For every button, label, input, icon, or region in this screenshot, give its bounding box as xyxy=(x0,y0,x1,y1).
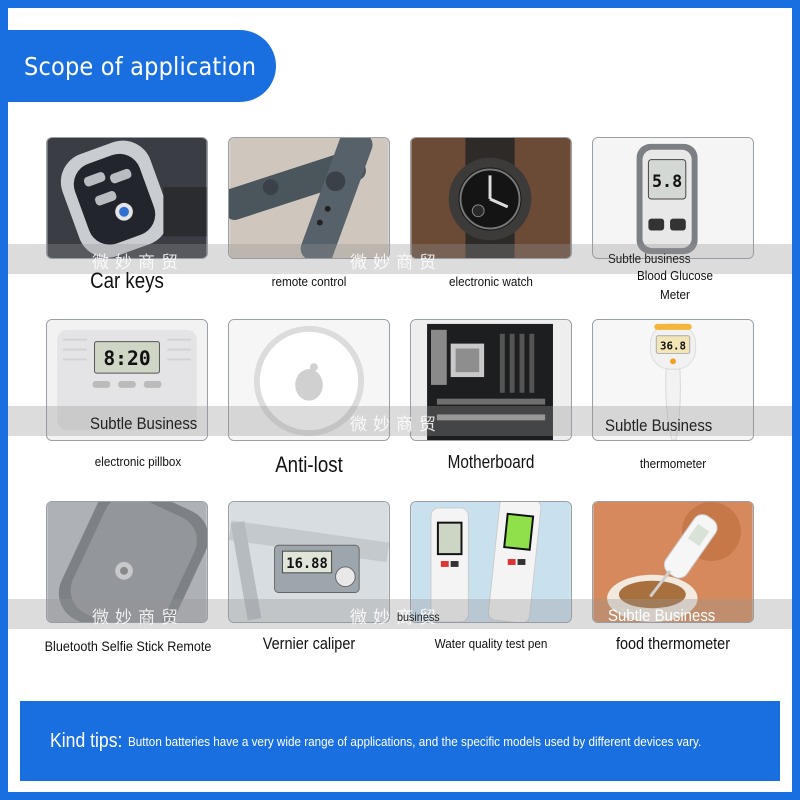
remote-control-image xyxy=(228,137,390,259)
item-label-electronic-watch: electronic watch xyxy=(449,274,533,289)
glucose-display: 5.8 xyxy=(652,171,682,191)
watermark-text: 微妙商贸 xyxy=(350,253,442,273)
item-label-remote-control: remote control xyxy=(271,274,347,289)
page-title: Scope of application xyxy=(24,51,257,81)
subtle-business-overlay: Subtle Business xyxy=(605,416,713,435)
item-label-food-thermometer: food thermometer xyxy=(615,634,731,653)
item-label-motherboard: Motherboard xyxy=(447,452,535,472)
item-label-vernier-caliper: Vernier caliper xyxy=(262,634,356,653)
food-thermometer-image xyxy=(592,501,754,623)
subtle-business-overlay: Subtle Business xyxy=(90,414,198,433)
kind-tips-label: Kind tips: xyxy=(50,729,123,752)
thermometer-image: 36.8 xyxy=(592,319,754,441)
item-label-electronic-pillbox: electronic pillbox xyxy=(94,454,182,469)
watermark-text: 微妙商贸 xyxy=(350,608,442,628)
title-banner: Scope of application xyxy=(8,30,276,102)
kind-tips-banner: Kind tips: Button batteries have a very … xyxy=(20,701,780,781)
item-label-blood-glucose-meter: Blood Glucose Meter xyxy=(636,268,714,302)
subtle-business-overlay: Subtle business xyxy=(608,251,691,266)
item-label-selfie-remote: Bluetooth Selfie Stick Remote xyxy=(44,638,212,654)
anti-lost-image xyxy=(228,319,390,441)
kind-tips-text: Button batteries have a very wide range … xyxy=(128,733,702,749)
watermark-text: 微妙商贸 xyxy=(350,415,442,435)
car-keys-image xyxy=(46,137,208,259)
subtle-business-overlay: Subtle Business xyxy=(608,606,716,625)
watermark-text: 微妙商贸 xyxy=(92,253,184,273)
electronic-watch-image xyxy=(410,137,572,259)
thermometer-display: 36.8 xyxy=(660,340,686,353)
caliper-display: 16.88 xyxy=(286,556,327,572)
electronic-pillbox-image: 8:20 xyxy=(46,319,208,441)
item-label-thermometer: thermometer xyxy=(639,456,707,471)
motherboard-image xyxy=(410,319,572,441)
selfie-remote-image xyxy=(46,501,208,623)
item-label-car-keys: Car keys xyxy=(90,268,164,293)
watermark-text: 微妙商贸 xyxy=(92,608,184,628)
pillbox-display: 8:20 xyxy=(103,347,150,370)
water-quality-pen-image xyxy=(410,501,572,623)
vernier-caliper-image: 16.88 xyxy=(228,501,390,623)
blood-glucose-meter-image: 5.8 xyxy=(592,137,754,259)
item-label-anti-lost: Anti-lost xyxy=(275,452,343,477)
business-overlay: business xyxy=(397,610,440,624)
item-label-water-quality-pen: Water quality test pen xyxy=(434,636,548,651)
